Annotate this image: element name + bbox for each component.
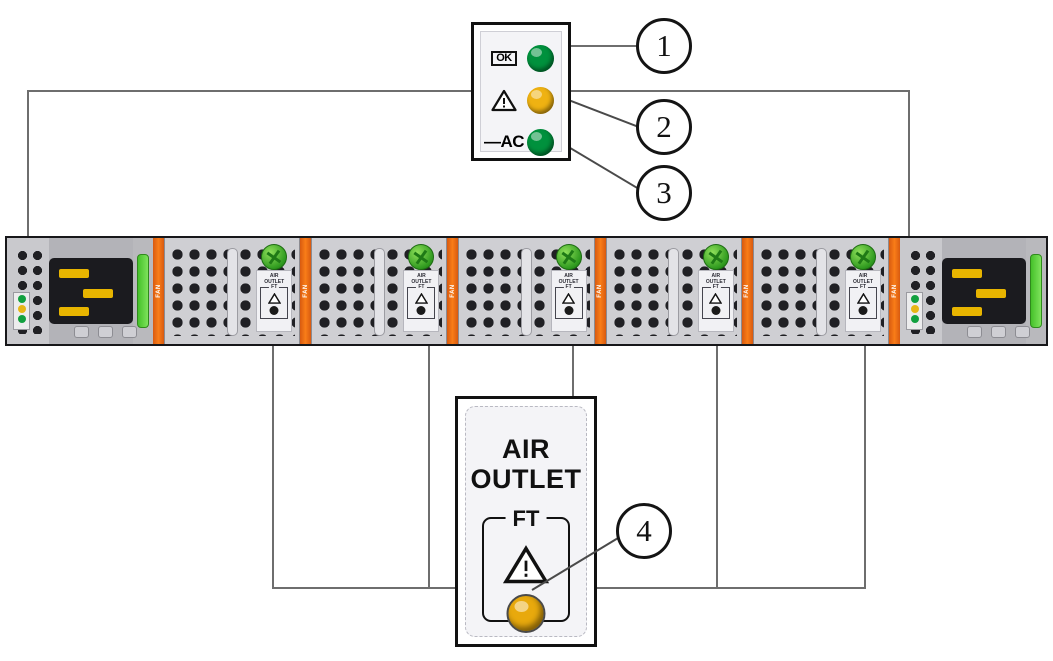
fan-4-handle[interactable] [668, 248, 680, 336]
psu-right-vent [900, 238, 942, 344]
fan-module-3[interactable]: AIR OUTLET FT [458, 238, 595, 344]
fan-module-2[interactable]: AIR OUTLET FT [311, 238, 448, 344]
power-supply-left[interactable] [7, 238, 153, 344]
callout-1-leader [541, 45, 640, 47]
ok-label-icon: OK [481, 50, 527, 66]
fan-1-label: AIR OUTLET FT [256, 270, 293, 332]
leader-fan-bus-left [272, 587, 458, 589]
psu-fault-led [527, 86, 554, 114]
fan-2-fault-led [416, 306, 426, 315]
fan-2-warning-triangle-icon [414, 293, 428, 304]
psu-right-ok-led [910, 295, 919, 303]
power-supply-right[interactable] [900, 238, 1046, 344]
psu-right-led-cluster [906, 292, 924, 330]
callout-2: 2 [636, 99, 692, 155]
psu-left-ok-led [17, 295, 26, 303]
fan-4-label: AIR OUTLET FT [697, 270, 734, 332]
chassis-strip-1: FAN [153, 238, 164, 344]
callout-1: 1 [636, 18, 692, 74]
callout-3: 3 [636, 165, 692, 221]
psu-left-led-cluster [13, 292, 30, 330]
psu-right-latch-handle[interactable] [1029, 254, 1043, 328]
fan-2-fault-box: FT [407, 284, 436, 319]
fan-2-captive-screw[interactable] [408, 244, 435, 270]
leader-fan-3 [572, 330, 574, 400]
leader-left-psu-vertical [27, 90, 29, 240]
fan-3-fault-led [564, 306, 574, 315]
fan-module-1[interactable]: AIR OUTLET FT [164, 238, 301, 344]
callout-4: 4 [616, 503, 672, 559]
fan-label-title: AIR OUTLET [470, 434, 582, 494]
fan-label-panel-inner: AIR OUTLET FT [465, 406, 587, 637]
fan-4-warning-triangle-icon [709, 293, 723, 304]
leader-left-psu-horizontal [27, 90, 475, 92]
chassis-strip-6: FAN [889, 238, 901, 344]
fan-3-handle[interactable] [521, 248, 533, 336]
leader-right-psu-vertical [908, 90, 910, 240]
fan-3-captive-screw[interactable] [555, 244, 582, 270]
chassis-strip-2: FAN [300, 238, 312, 344]
fan-fault-led [506, 594, 546, 633]
psu-led-row-ac: —AC [481, 122, 561, 162]
fan-5-fault-box: FT [849, 284, 878, 319]
leader-fan-5 [864, 330, 866, 588]
fan-module-4[interactable]: AIR OUTLET FT [605, 238, 742, 344]
fan-label-fault-box: FT [482, 506, 570, 633]
fan-1-captive-screw[interactable] [261, 244, 288, 270]
fan-1-warning-triangle-icon [267, 293, 281, 304]
fan-warning-triangle-icon [503, 545, 549, 584]
leader-fan-4 [716, 330, 718, 588]
iec-connector-icon [48, 258, 133, 324]
fan-label-panel: AIR OUTLET FT [455, 396, 597, 647]
psu-left-ac-led [17, 315, 26, 323]
fan-1-fault-box: FT [260, 284, 289, 319]
ac-label-icon: —AC [483, 132, 525, 151]
psu-ac-led [527, 128, 554, 156]
fan-5-captive-screw[interactable] [850, 244, 877, 270]
psu-right-fault-led [910, 305, 919, 313]
fan-4-fault-box: FT [701, 284, 730, 319]
chassis-strip-5: FAN [741, 238, 753, 344]
psu-left-screws [73, 326, 137, 338]
fan-1-handle[interactable] [226, 248, 238, 336]
psu-right-screws [966, 326, 1030, 338]
chassis-strip-4: FAN [594, 238, 606, 344]
fan-module-5[interactable]: AIR OUTLET FT [752, 238, 890, 344]
server-chassis-rear: FAN AIR OUTLET FT FAN [5, 236, 1048, 346]
leader-fan-2 [428, 330, 430, 588]
psu-left-iec-inlet [48, 238, 137, 344]
leader-fan-bus-right [594, 587, 866, 589]
fan-2-label: AIR OUTLET FT [403, 270, 440, 332]
fan-3-fault-box: FT [554, 284, 583, 319]
psu-right-ac-led [910, 315, 919, 323]
psu-left-latch-handle[interactable] [136, 254, 149, 328]
fan-3-warning-triangle-icon [562, 293, 576, 304]
leader-right-psu-horizontal [566, 90, 910, 92]
iec-connector-icon [941, 258, 1026, 324]
fan-4-fault-led [711, 306, 721, 315]
fan-3-label: AIR OUTLET FT [550, 270, 587, 332]
fan-5-warning-triangle-icon [856, 293, 870, 304]
callout-4-leader [531, 531, 629, 591]
fan-5-fault-led [858, 306, 868, 315]
psu-led-panel: OK —AC [471, 22, 571, 161]
psu-left-fault-led [17, 305, 26, 313]
psu-left-vent [7, 238, 49, 344]
fan-4-captive-screw[interactable] [702, 244, 729, 270]
psu-led-row-fault [481, 80, 561, 120]
fan-5-handle[interactable] [815, 248, 827, 336]
psu-led-row-ok: OK [481, 38, 561, 78]
warning-triangle-icon [481, 89, 527, 112]
psu-right-iec-inlet [941, 238, 1030, 344]
fan-1-fault-led [269, 306, 279, 315]
psu-ok-led [527, 44, 554, 72]
psu-led-panel-inner: OK —AC [480, 31, 562, 156]
fan-2-handle[interactable] [373, 248, 385, 336]
chassis-strip-3: FAN [447, 238, 459, 344]
fan-5-label: AIR OUTLET FT [845, 270, 882, 332]
leader-fan-1 [272, 330, 274, 588]
